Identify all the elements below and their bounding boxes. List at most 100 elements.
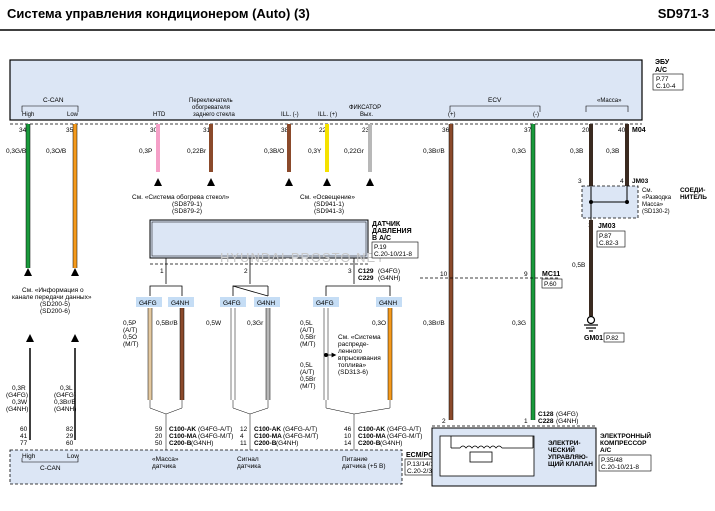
wire-label-9: 0,3G bbox=[512, 148, 526, 155]
can-w2a: (G4FG) bbox=[54, 392, 76, 399]
ecm-sig1: Сигнал bbox=[237, 456, 259, 463]
mid-label-m4: 0,3Gr bbox=[247, 320, 264, 327]
compressor-labels: ЭЛЕКТРОННЫЙ КОМПРЕССОР А/С bbox=[600, 431, 651, 454]
pin-23: 23 bbox=[362, 127, 370, 134]
jm03-see3: Масса» bbox=[642, 202, 664, 208]
watermark: HYUNDAI-PROSTO.NET bbox=[220, 250, 385, 265]
connC1b: (G4FG-A/T) bbox=[387, 426, 421, 433]
light-ref1: (SD941-1) bbox=[314, 201, 344, 208]
engine-tag-4: G4NH bbox=[257, 300, 275, 307]
wire-label-4: 0,22Br bbox=[187, 148, 207, 155]
can-note4: (SD200-6) bbox=[40, 308, 70, 315]
pin-20: 20 bbox=[582, 127, 590, 134]
ecm-sig2: датчика bbox=[237, 463, 261, 470]
connector-label2: НИТЕЛЬ bbox=[680, 194, 707, 201]
can-w1c: (G4NH) bbox=[6, 406, 28, 413]
valve-t1: ЭЛЕКТРИ- bbox=[548, 440, 581, 447]
jm03-pin4: 4 bbox=[620, 178, 624, 185]
wire-label-1: 0,3G/B bbox=[6, 148, 26, 155]
ecu-box bbox=[9, 59, 643, 121]
jm03-see4: (SD130-2) bbox=[642, 209, 670, 215]
valve-box bbox=[439, 435, 535, 477]
can-w2: 0,3L bbox=[60, 385, 73, 392]
connC2b: (G4FG-M/T) bbox=[387, 433, 422, 440]
ecu-name: ЭБУ bbox=[655, 59, 670, 66]
wire-label-10: 0,3B bbox=[570, 148, 583, 155]
comp-conn2b: (G4NH) bbox=[556, 418, 578, 425]
sensor-label3: В А/С bbox=[372, 235, 391, 242]
comp-conn2: C228 bbox=[538, 418, 554, 425]
ecm-mass2: датчика bbox=[152, 463, 176, 470]
mid-label-m2: 0,5Br/B bbox=[156, 320, 178, 327]
sensor-label2: ДАВЛЕНИЯ bbox=[372, 228, 412, 235]
wire-label-3: 0,3P bbox=[139, 148, 152, 155]
wire-label-11: 0,3B bbox=[606, 148, 619, 155]
ecv-minus: (-) bbox=[533, 112, 539, 118]
light-note: См. «Освещение» bbox=[300, 194, 355, 201]
mid-wire-labels: 0,5P (A/T) 0,5O (M/T) 0,5Br/B 0,5W 0,3Gr… bbox=[123, 320, 526, 390]
lock-out-label: Вых. bbox=[360, 112, 373, 118]
mid-label-m1a: (A/T) bbox=[123, 327, 137, 334]
can-w2b: 0,3Br/B bbox=[54, 399, 76, 406]
rear-heater-label: Переключатель bbox=[189, 98, 233, 104]
valve-t4: ЩИЙ КЛАПАН bbox=[548, 459, 593, 468]
mid-label-m6: 0,5L bbox=[300, 362, 313, 369]
connC3b: (G4NH) bbox=[380, 440, 402, 447]
engine-tags: G4FG G4NH G4FG G4NH G4FG G4NH bbox=[136, 297, 402, 307]
ill-plus-label: ILL. (+) bbox=[318, 112, 337, 118]
can-w1b: 0,3W bbox=[12, 399, 28, 406]
wire-label-8: 0,3Br/B bbox=[423, 148, 445, 155]
low-label: Low bbox=[67, 112, 79, 118]
mid-label-m1c: (M/T) bbox=[123, 341, 139, 348]
can-pinR2: 29 bbox=[66, 433, 74, 440]
comp-n3: А/С bbox=[600, 447, 612, 454]
mid-label-m5: 0,5L bbox=[300, 320, 313, 327]
pin-38: 38 bbox=[281, 127, 289, 134]
wire-label-6: 0,3Y bbox=[308, 148, 322, 155]
ground-wire: 0,5B bbox=[572, 262, 585, 269]
ecm-labels: High Low C-CAN «Масса» датчика Сигнал да… bbox=[22, 453, 386, 472]
mid-label-m7: 0,3O bbox=[372, 320, 386, 327]
ecu-name2: А/С bbox=[655, 67, 667, 74]
sensor-conn2b: (G4NH) bbox=[378, 275, 400, 282]
wire-label-2: 0,3O/B bbox=[46, 148, 66, 155]
coil-icon bbox=[450, 436, 534, 463]
connA1b: (G4FG-A/T) bbox=[198, 426, 232, 433]
can-pinR3: 60 bbox=[66, 440, 74, 447]
valve-labels: ЭЛЕКТРИ- ЧЕСКИЙ УПРАВЛЯЮ- ЩИЙ КЛАПАН bbox=[548, 440, 593, 468]
pinA3: 50 bbox=[155, 440, 163, 447]
ecm-mass1: «Масса» bbox=[152, 456, 179, 463]
mc11-pin10: 10 bbox=[440, 271, 448, 278]
sensor-label1: ДАТЧИК bbox=[372, 221, 401, 228]
lock-label: ФИКСАТОР bbox=[349, 105, 381, 111]
fuel-note6: (SD313-6) bbox=[338, 369, 368, 376]
ecv-label: ECV bbox=[488, 97, 502, 104]
mid-label-m1b: 0,5O bbox=[123, 334, 137, 341]
connA2b: (G4FG-M/T) bbox=[198, 433, 233, 440]
mid-label-m8: 0,3Br/B bbox=[423, 320, 445, 327]
sensor-pin2: 2 bbox=[244, 268, 248, 275]
ill-minus-label: ILL. (-) bbox=[281, 112, 299, 118]
pinB2: 4 bbox=[240, 433, 244, 440]
rear-heater-label2: обогревателя bbox=[192, 105, 230, 111]
ecu-ref-box bbox=[652, 73, 684, 91]
can-pinL3: 77 bbox=[20, 440, 28, 447]
connB3b: (G4NH) bbox=[276, 440, 298, 447]
pinC1: 46 bbox=[344, 426, 352, 433]
ecm-ref2: C.20-2/3/4/21-2 bbox=[407, 468, 453, 475]
page-title: Система управления кондиционером (Auto) … bbox=[7, 6, 310, 21]
pin-36: 36 bbox=[442, 127, 450, 134]
ecu-pins: 34 35 30 31 38 22 23 36 37 20 40 bbox=[19, 127, 626, 134]
pin-30: 30 bbox=[150, 127, 158, 134]
jm03-pin3: 3 bbox=[578, 178, 582, 185]
connB1: C100-AK bbox=[254, 426, 281, 433]
can-w2c: (G4NH) bbox=[54, 406, 76, 413]
connC2: C100-MA bbox=[358, 433, 386, 440]
ecm-name: ECM/PCM bbox=[406, 452, 439, 459]
comp-n1: ЭЛЕКТРОННЫЙ bbox=[600, 431, 651, 440]
fuel-note4: впрыскивания bbox=[338, 355, 381, 362]
connB2: C100-MA bbox=[254, 433, 282, 440]
mc11-ref: P.60 bbox=[544, 281, 557, 288]
connA2: C100-MA bbox=[169, 433, 197, 440]
pin-22: 22 bbox=[319, 127, 327, 134]
